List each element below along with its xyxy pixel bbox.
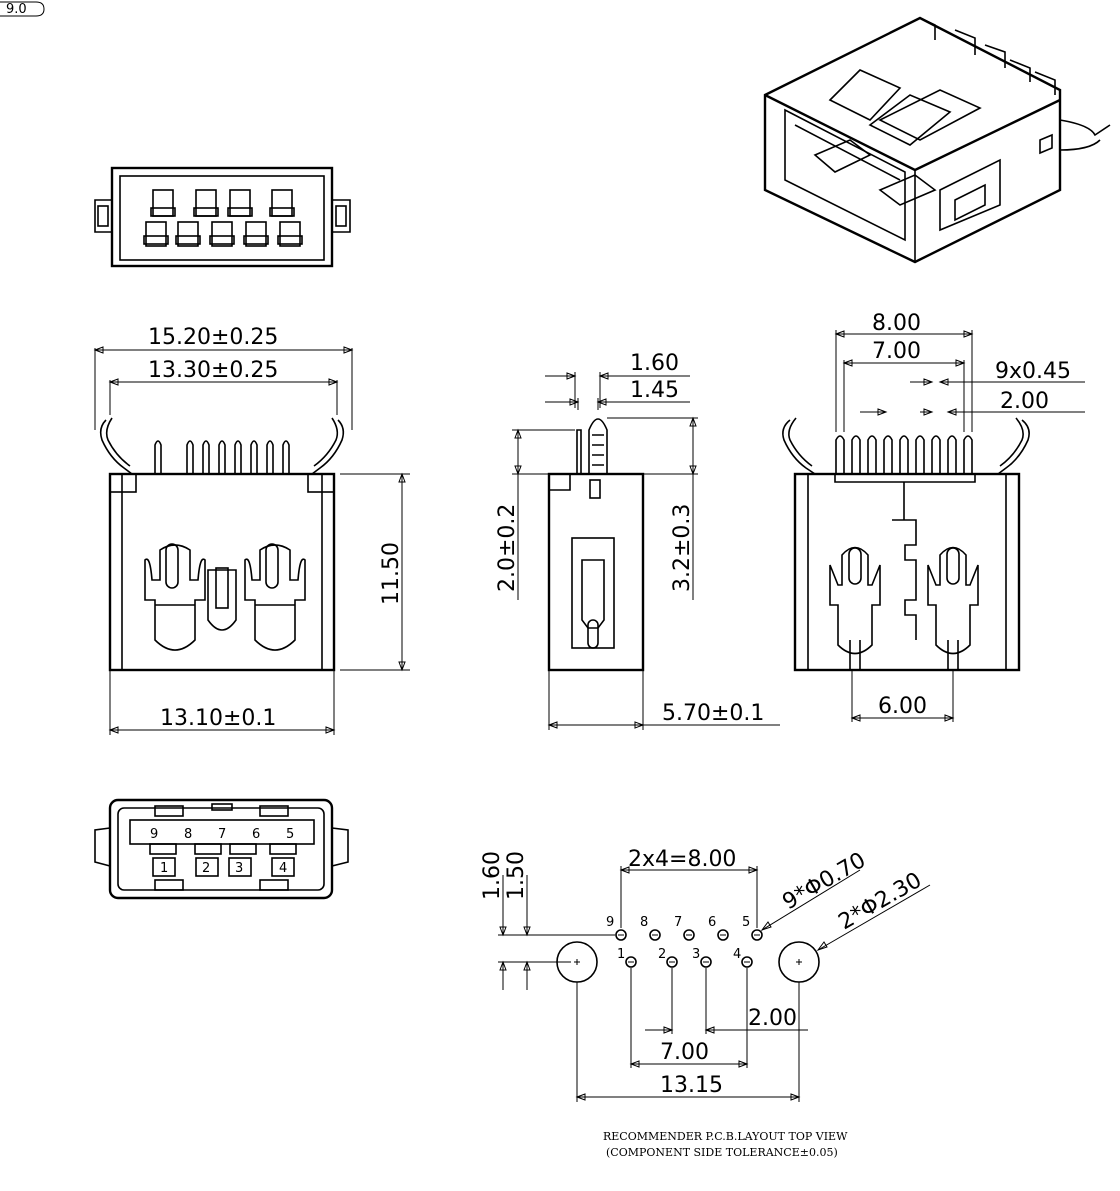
dim-pin-length: 3.2±0.3 xyxy=(670,504,695,592)
pcb-note-line1: RECOMMENDER P.C.B.LAYOUT TOP VIEW xyxy=(603,1130,848,1143)
side-view xyxy=(547,418,645,672)
dim-pin-span-width: 13.30±0.25 xyxy=(148,358,278,383)
dim-rear-bottom: 6.00 xyxy=(878,694,927,719)
pcb-dim-pitch-2: 2.00 xyxy=(748,1006,797,1031)
front-elevation-dims: 15.20±0.25 13.30±0.25 11.50 13.10±0.1 xyxy=(93,325,410,735)
front-pin-8: 8 xyxy=(184,827,192,842)
pcb-hole-label-7: 7 xyxy=(674,915,682,930)
front-pin-5: 5 xyxy=(286,827,294,842)
pcb-hole-label-5: 5 xyxy=(742,915,750,930)
dim-rear-pin-width: 9x0.45 xyxy=(995,359,1071,384)
front-pin-2: 2 xyxy=(202,861,210,876)
top-view xyxy=(94,166,351,268)
isometric-view xyxy=(763,16,1111,264)
pcb-dim-pitch: 2x4=8.00 xyxy=(628,847,736,872)
pcb-hole-label-6: 6 xyxy=(708,915,716,930)
dim-pin-pitch-inner: 1.45 xyxy=(630,378,679,403)
front-pin-7: 7 xyxy=(218,827,226,842)
pcb-hole-label-8: 8 xyxy=(640,915,648,930)
pcb-dim-span-7: 7.00 xyxy=(660,1040,709,1065)
dim-height: 11.50 xyxy=(379,542,404,605)
corner-tag-text: 9.0 xyxy=(6,2,27,17)
rear-view xyxy=(782,417,1030,672)
side-view-dims: 1.60 1.45 2.0±0.2 3.2±0.3 5.70±0.1 xyxy=(495,351,780,730)
front-pin-1: 1 xyxy=(160,861,168,876)
front-pin-9: 9 xyxy=(150,827,158,842)
front-pin-4: 4 xyxy=(279,861,287,876)
corner-tag: 9.0 xyxy=(0,1,45,17)
front-view: 9 8 7 6 5 1 2 3 4 xyxy=(94,798,349,900)
dim-pin-pitch-outer: 1.60 xyxy=(630,351,679,376)
pcb-hole-label-9: 9 xyxy=(606,915,614,930)
dim-rear-span-7: 7.00 xyxy=(872,339,921,364)
front-pin-6: 6 xyxy=(252,827,260,842)
pcb-note-line2: (COMPONENT SIDE TOLERANCE±0.05) xyxy=(606,1146,838,1159)
dim-overall-width: 15.20±0.25 xyxy=(148,325,278,350)
dim-body-width: 13.10±0.1 xyxy=(160,706,276,731)
pcb-dim-vert-a: 1.60 xyxy=(480,851,505,900)
pcb-layout: 9 8 7 6 5 1 2 3 4 1.60 1.50 2x4=8.00 9*Φ… xyxy=(480,847,931,1159)
dim-rear-pitch: 2.00 xyxy=(1000,389,1049,414)
dim-standoff: 2.0±0.2 xyxy=(495,504,520,592)
pcb-hole-label-4: 4 xyxy=(733,947,741,962)
dim-depth: 5.70±0.1 xyxy=(662,701,764,726)
pcb-dim-vert-b: 1.50 xyxy=(504,851,529,900)
dim-rear-span-8: 8.00 xyxy=(872,311,921,336)
pcb-hole-label-2: 2 xyxy=(658,947,666,962)
rear-view-dims: 8.00 7.00 9x0.45 2.00 6.00 xyxy=(834,311,1085,722)
pcb-dim-span-13: 13.15 xyxy=(660,1073,723,1098)
front-elevation xyxy=(99,417,345,672)
pcb-hole-label-3: 3 xyxy=(692,947,700,962)
front-pin-3: 3 xyxy=(235,861,243,876)
pcb-hole-label-1: 1 xyxy=(617,947,625,962)
